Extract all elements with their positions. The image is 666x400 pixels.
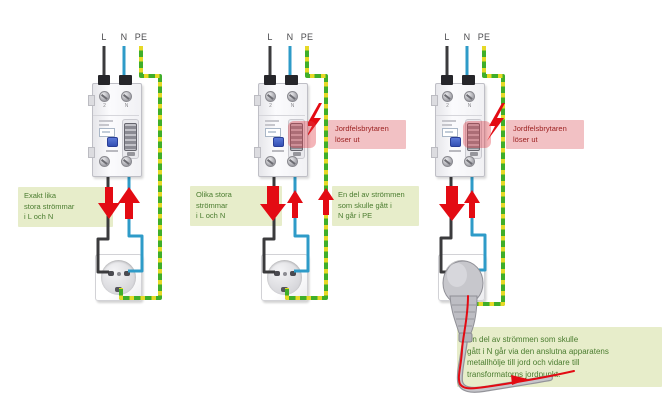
terminal-n bbox=[462, 75, 475, 85]
wall-socket bbox=[261, 254, 308, 301]
rating-print bbox=[99, 124, 109, 126]
rating-print bbox=[442, 124, 452, 126]
wire-label-l: L bbox=[444, 32, 450, 42]
terminal-label: 2 bbox=[446, 103, 449, 109]
trip-highlight bbox=[288, 121, 316, 148]
socket-hole-left bbox=[274, 271, 280, 276]
screw-icon bbox=[265, 91, 276, 102]
screw-icon bbox=[121, 156, 132, 167]
current-arrow-up-n bbox=[118, 187, 140, 219]
rating-print bbox=[449, 150, 461, 152]
wire-label-n: N bbox=[463, 32, 471, 42]
terminal-label: N bbox=[124, 103, 129, 109]
socket-center-pin bbox=[460, 272, 464, 276]
rating-print bbox=[272, 150, 284, 152]
rating-print bbox=[99, 120, 113, 122]
note-current-in-pe: En del av strömmen som skulle gått i N g… bbox=[332, 186, 419, 226]
case-seam bbox=[259, 115, 305, 116]
din-clip bbox=[88, 147, 95, 158]
socket-center-pin bbox=[283, 272, 287, 276]
trip-highlight bbox=[463, 121, 491, 148]
din-clip bbox=[254, 95, 261, 106]
wire-label-pe: PE bbox=[134, 32, 148, 42]
socket-hole-left bbox=[108, 271, 114, 276]
socket-center-pin bbox=[117, 272, 121, 276]
din-clip bbox=[431, 147, 438, 158]
din-clip bbox=[431, 95, 438, 106]
wire-label-l: L bbox=[267, 32, 273, 42]
case-seam bbox=[93, 115, 139, 116]
din-clip bbox=[254, 147, 261, 158]
rating-print bbox=[442, 120, 456, 122]
alert-rcd-trips-panel-2: Jordfelsbrytaren löser ut bbox=[328, 120, 406, 149]
screw-icon bbox=[442, 91, 453, 102]
note-equal-currents: Exakt lika stora strömmar i L och N bbox=[18, 187, 113, 227]
socket-ground-contact bbox=[115, 287, 122, 292]
wall-socket bbox=[438, 254, 485, 301]
din-clip bbox=[88, 95, 95, 106]
socket-ground-contact bbox=[281, 287, 288, 292]
terminal-l bbox=[98, 75, 110, 85]
note-unequal-currents: Olika stora strömmar i L och N bbox=[190, 186, 282, 226]
screw-icon bbox=[442, 156, 453, 167]
socket-hole-right bbox=[290, 271, 296, 276]
screw-icon bbox=[464, 156, 475, 167]
terminal-label: 2 bbox=[269, 103, 272, 109]
toggle-switch bbox=[124, 123, 137, 151]
screw-icon bbox=[265, 156, 276, 167]
terminal-label: N bbox=[290, 103, 295, 109]
current-arrow-up-n bbox=[464, 190, 480, 218]
rating-print bbox=[265, 120, 279, 122]
wire-label-n: N bbox=[120, 32, 128, 42]
socket-hole-right bbox=[467, 271, 473, 276]
screw-icon bbox=[99, 156, 110, 167]
screw-icon bbox=[121, 91, 132, 102]
terminal-l bbox=[441, 75, 453, 85]
socket-hole-right bbox=[124, 271, 130, 276]
terminal-n bbox=[285, 75, 298, 85]
rating-plate bbox=[442, 128, 458, 137]
terminal-label: N bbox=[467, 103, 472, 109]
current-arrow-up-n bbox=[287, 190, 303, 218]
plug-neck-ribs bbox=[452, 304, 476, 327]
alert-rcd-trips-panel-3: Jordfelsbrytaren löser ut bbox=[506, 120, 584, 149]
rcd-breaker: 2 N bbox=[88, 75, 142, 177]
rating-print bbox=[106, 150, 118, 152]
test-button bbox=[273, 137, 284, 147]
wire-label-pe: PE bbox=[300, 32, 314, 42]
wall-socket bbox=[95, 254, 142, 301]
test-button bbox=[107, 137, 118, 147]
test-button bbox=[450, 137, 461, 147]
note-ground-path: En del av strömmen som skulle gått i N g… bbox=[457, 327, 662, 387]
screw-icon bbox=[464, 91, 475, 102]
terminal-n bbox=[119, 75, 132, 85]
socket-hole-left bbox=[451, 271, 457, 276]
rating-plate bbox=[265, 128, 281, 137]
case-seam bbox=[436, 115, 482, 116]
current-arrow-down-l bbox=[439, 186, 465, 221]
wire-label-n: N bbox=[286, 32, 294, 42]
wire-label-l: L bbox=[101, 32, 107, 42]
wire-label-pe: PE bbox=[477, 32, 491, 42]
screw-icon bbox=[287, 91, 298, 102]
terminal-label: 2 bbox=[103, 103, 106, 109]
rating-print bbox=[265, 124, 275, 126]
terminal-l bbox=[264, 75, 276, 85]
screw-icon bbox=[287, 156, 298, 167]
screw-icon bbox=[99, 91, 110, 102]
rating-plate bbox=[99, 128, 115, 137]
socket-ground-contact bbox=[458, 287, 465, 292]
